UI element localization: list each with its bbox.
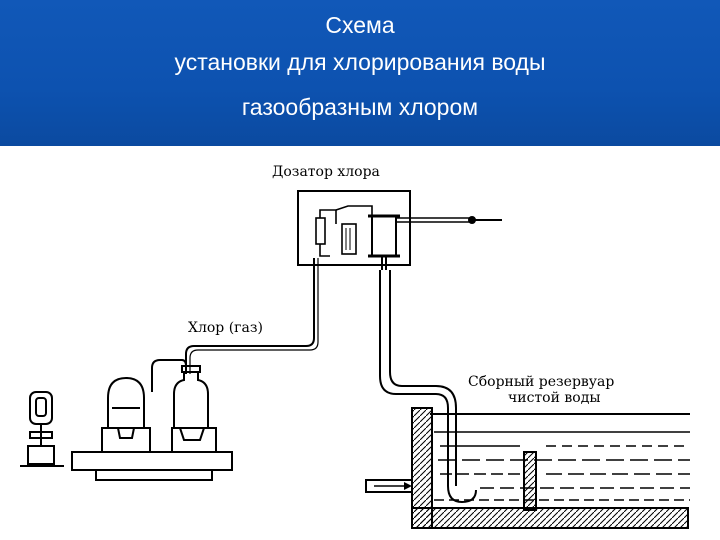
reservoir-label-line-2: чистой воды [508, 390, 600, 406]
slide-title-line-3: газообразным хлором [241, 94, 479, 120]
reservoir-label-line-1: Сборный резервуар [468, 374, 614, 390]
gas-pipe [185, 258, 315, 374]
chlorination-diagram: Дозатор хлора Хлор (газ) Сборный резерву… [20, 164, 690, 529]
chlorine-cylinders [71, 359, 233, 481]
title-bar: Схема установки для хлорирования воды га… [0, 0, 720, 146]
slide-title-line-1: Схема [325, 12, 395, 38]
gas-label: Хлор (газ) [188, 320, 263, 336]
chlorine-doser [297, 190, 502, 266]
weighing-balance [20, 391, 64, 467]
clean-water-reservoir [365, 407, 690, 529]
doser-label: Дозатор хлора [272, 164, 380, 180]
chlorinated-water-pipe [379, 256, 477, 504]
slide-title-line-2: установки для хлорирования воды [174, 49, 546, 75]
